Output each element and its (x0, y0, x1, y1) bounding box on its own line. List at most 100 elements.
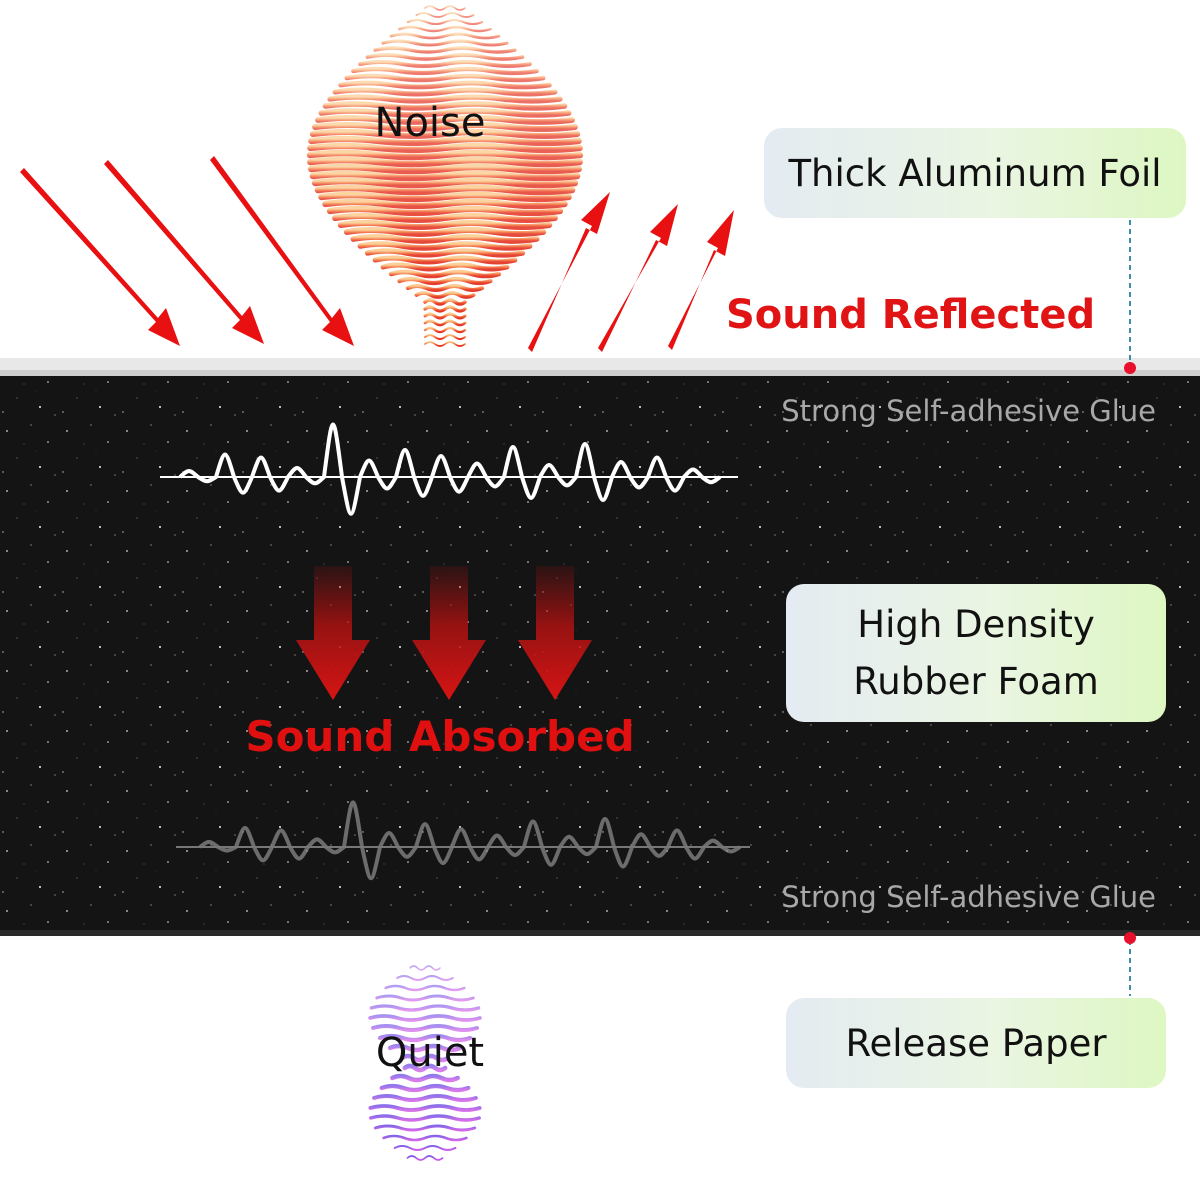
wave-stroke (307, 142, 583, 154)
wave-stroke (332, 87, 558, 97)
wave-stroke (332, 212, 558, 224)
aluminum-foil-callout: Thick Aluminum Foil (764, 128, 1186, 218)
rubber-foam-callout-line1: High Density (857, 603, 1095, 646)
bottom-glue-layer (0, 930, 1200, 936)
wave-stroke (309, 128, 581, 140)
aluminum-foil-layer (0, 358, 1200, 372)
wave-stroke (423, 319, 467, 327)
reflected-arrow-icon (668, 210, 734, 350)
wave-stroke (396, 975, 454, 981)
wave-stroke (315, 115, 575, 125)
quiet-wave-icon (368, 965, 482, 1161)
wave-stroke (388, 269, 502, 279)
noise-label: Noise (374, 100, 486, 146)
aluminum-foil-callout-text: Thick Aluminum Foil (788, 151, 1162, 195)
wave-stroke (414, 291, 476, 299)
wave-stroke (307, 156, 583, 168)
wave-stroke (380, 262, 510, 272)
wave-stroke (327, 94, 563, 104)
wave-stroke (306, 149, 584, 161)
wave-stroke (358, 60, 532, 68)
incoming-sound-arrows (20, 156, 354, 346)
incoming-arrow-icon (104, 160, 264, 344)
wave-stroke (364, 248, 526, 258)
down-arrow-icon (518, 566, 592, 700)
wave-stroke (322, 198, 568, 210)
release-paper-callout-text: Release Paper (845, 1021, 1107, 1065)
wave-stroke (309, 170, 581, 182)
top-glue-label: Strong Self-adhesive Glue (781, 394, 1156, 428)
wave-stroke (406, 1155, 444, 1161)
rubber-foam-callout-line2: Rubber Foam (853, 660, 1099, 703)
incoming-arrow-icon (20, 168, 180, 346)
wave-stroke (389, 32, 501, 40)
wave-stroke (375, 994, 475, 1002)
wave-stroke (398, 25, 492, 33)
reflected-arrow-icon (598, 204, 678, 352)
wave-stroke (311, 177, 579, 189)
wave-stroke (368, 1104, 482, 1112)
wave-stroke (337, 220, 553, 230)
wave-stroke (369, 1114, 481, 1122)
absorption-arrows (296, 566, 592, 700)
wave-stroke (393, 1144, 457, 1152)
wave-stroke (318, 108, 572, 118)
wave-stroke (423, 312, 467, 320)
bottom-glue-label: Strong Self-adhesive Glue (781, 880, 1156, 914)
wave-stroke (314, 184, 576, 196)
wave-stroke (387, 1043, 463, 1053)
wave-stroke (308, 135, 582, 147)
wave-stroke (350, 234, 540, 244)
reflected-sound-arrows (528, 192, 734, 352)
incoming-arrow-icon (210, 156, 354, 346)
down-arrow-icon (296, 566, 370, 700)
wave-stroke (415, 12, 475, 18)
wave-stroke (344, 73, 546, 83)
wave-stroke (382, 1134, 468, 1142)
sound-reflected-label: Sound Reflected (726, 292, 1096, 338)
wave-stroke (372, 1094, 478, 1102)
wave-stroke (379, 1083, 471, 1093)
wave-stroke (409, 965, 441, 971)
wave-stroke (365, 53, 525, 61)
wave-stroke (406, 18, 484, 26)
wave-stroke (372, 255, 518, 265)
reflected-arrow-icon (528, 192, 610, 352)
wave-stroke (377, 1033, 473, 1043)
wave-stroke (343, 227, 547, 237)
quiet-label: Quiet (375, 1030, 485, 1076)
wave-stroke (318, 191, 572, 203)
wave-stroke (384, 984, 466, 992)
sound-absorbed-label: Sound Absorbed (245, 712, 635, 761)
wave-stroke (322, 101, 568, 111)
wave-stroke (423, 298, 467, 306)
top-glue-layer (0, 370, 1200, 378)
wave-stroke (357, 241, 533, 251)
paper-connector-dot (1124, 932, 1136, 944)
wave-stroke (373, 46, 517, 54)
wave-stroke (390, 1073, 460, 1083)
down-arrow-icon (412, 566, 486, 700)
foil-connector-dot (1124, 362, 1136, 374)
wave-stroke (326, 205, 564, 217)
rubber-foam-callout: High Density Rubber Foam (786, 584, 1166, 722)
wave-stroke (424, 5, 466, 11)
wave-stroke (351, 66, 539, 76)
wave-stroke (424, 334, 466, 340)
wave-stroke (402, 1063, 448, 1073)
wave-stroke (371, 1024, 479, 1032)
noise-wave-icon (306, 5, 584, 347)
wave-stroke (338, 80, 552, 90)
wave-stroke (423, 305, 467, 313)
wave-stroke (381, 39, 509, 47)
wave-stroke (369, 1004, 481, 1012)
wave-stroke (424, 341, 466, 347)
wave-stroke (308, 163, 582, 175)
wave-stroke (368, 1014, 482, 1022)
wave-stroke (312, 122, 578, 132)
wave-stroke (373, 1124, 477, 1132)
release-paper-callout: Release Paper (786, 998, 1166, 1088)
wave-stroke (423, 326, 467, 334)
wave-stroke (399, 1053, 451, 1063)
